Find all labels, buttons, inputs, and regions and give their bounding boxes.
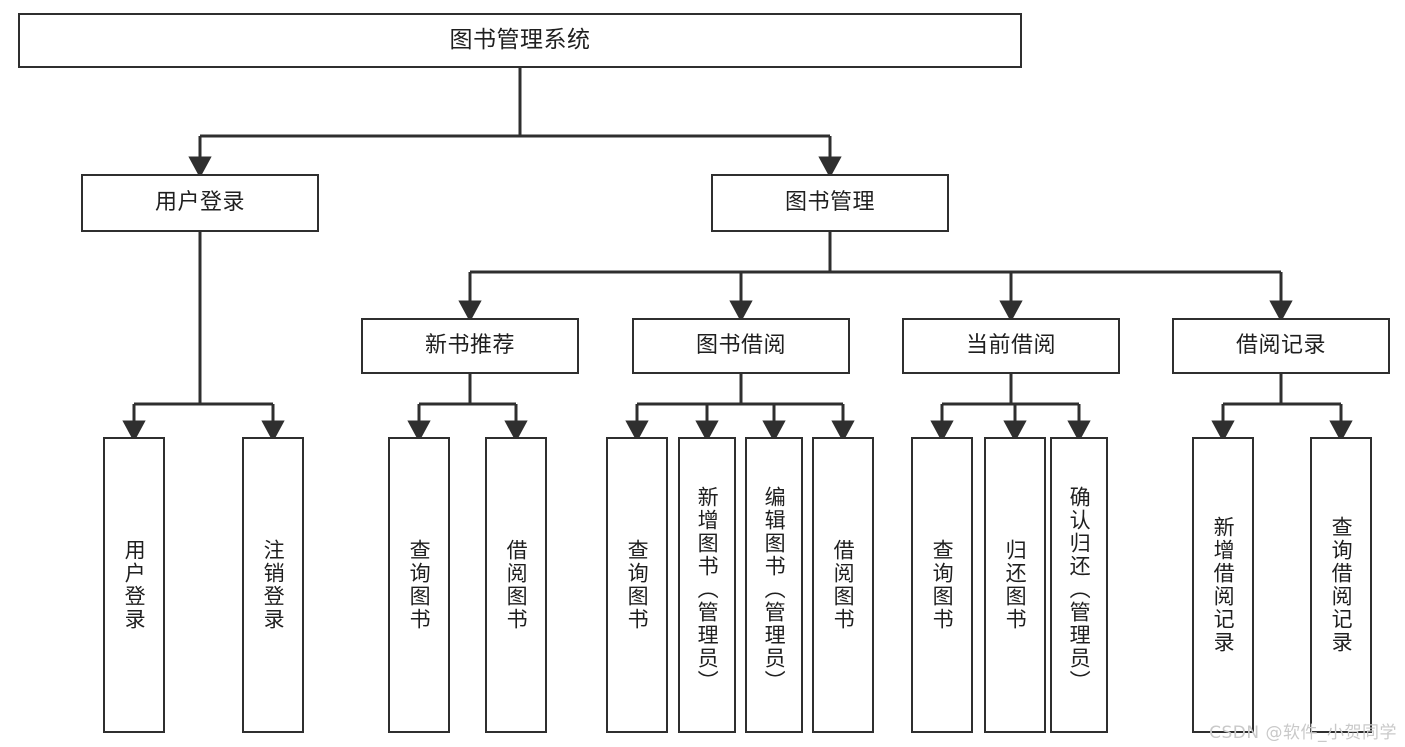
node-leaf-add-book-label: 新增图书（管理员） — [695, 485, 720, 693]
node-leaf-add-record-label: 新增借阅记录 — [1211, 516, 1236, 654]
node-borrow-record-label: 借阅记录 — [1235, 332, 1326, 358]
node-leaf-user-login-label: 用户登录 — [122, 539, 147, 631]
watermark-text: CSDN @软件_小贺同学 — [1209, 723, 1397, 743]
node-book-borrow[interactable]: 图书借阅 — [632, 318, 850, 374]
node-leaf-confirm-return[interactable]: 确认归还（管理员） — [1050, 437, 1108, 733]
node-leaf-query-book-2[interactable]: 查询图书 — [606, 437, 668, 733]
node-leaf-return-book-label: 归还图书 — [1003, 539, 1028, 631]
node-leaf-query-book-3[interactable]: 查询图书 — [911, 437, 973, 733]
node-leaf-add-record[interactable]: 新增借阅记录 — [1192, 437, 1254, 733]
node-leaf-query-record-label: 查询借阅记录 — [1329, 516, 1354, 654]
node-new-book-rec-label: 新书推荐 — [424, 332, 515, 358]
node-leaf-query-book-1-label: 查询图书 — [407, 539, 432, 631]
node-borrow-record[interactable]: 借阅记录 — [1172, 318, 1390, 374]
node-leaf-logout-label: 注销登录 — [261, 539, 286, 631]
node-current-borrow-label: 当前借阅 — [965, 332, 1056, 358]
node-leaf-borrow-book-1[interactable]: 借阅图书 — [485, 437, 547, 733]
node-user-login[interactable]: 用户登录 — [81, 174, 319, 232]
node-leaf-borrow-book-1-label: 借阅图书 — [504, 539, 529, 631]
node-leaf-add-book[interactable]: 新增图书（管理员） — [678, 437, 736, 733]
node-book-manage-label: 图书管理 — [784, 189, 875, 215]
node-leaf-edit-book[interactable]: 编辑图书（管理员） — [745, 437, 803, 733]
node-leaf-query-record[interactable]: 查询借阅记录 — [1310, 437, 1372, 733]
node-leaf-logout[interactable]: 注销登录 — [242, 437, 304, 733]
node-leaf-edit-book-label: 编辑图书（管理员） — [762, 485, 787, 693]
node-leaf-borrow-book-2[interactable]: 借阅图书 — [812, 437, 874, 733]
node-root-label: 图书管理系统 — [449, 26, 591, 53]
node-leaf-query-book-1[interactable]: 查询图书 — [388, 437, 450, 733]
node-book-manage[interactable]: 图书管理 — [711, 174, 949, 232]
node-book-borrow-label: 图书借阅 — [695, 332, 786, 358]
node-leaf-query-book-2-label: 查询图书 — [625, 539, 650, 631]
node-leaf-user-login[interactable]: 用户登录 — [103, 437, 165, 733]
node-root[interactable]: 图书管理系统 — [18, 13, 1022, 68]
node-leaf-return-book[interactable]: 归还图书 — [984, 437, 1046, 733]
node-leaf-query-book-3-label: 查询图书 — [930, 539, 955, 631]
node-user-login-label: 用户登录 — [154, 189, 245, 215]
node-new-book-rec[interactable]: 新书推荐 — [361, 318, 579, 374]
node-current-borrow[interactable]: 当前借阅 — [902, 318, 1120, 374]
node-leaf-borrow-book-2-label: 借阅图书 — [831, 539, 856, 631]
node-leaf-confirm-return-label: 确认归还（管理员） — [1067, 485, 1092, 693]
